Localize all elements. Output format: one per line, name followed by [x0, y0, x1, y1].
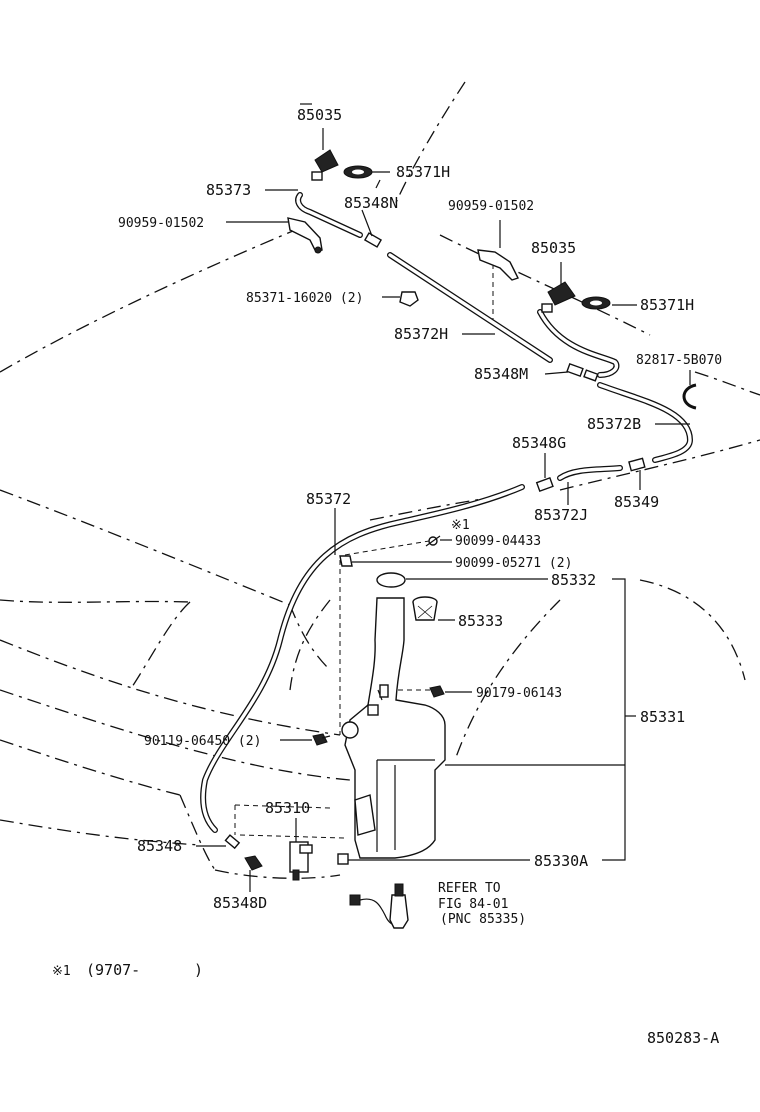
clamp-icon	[682, 383, 697, 410]
label-85332: 85332	[551, 571, 596, 589]
joint-85349-icon	[628, 457, 646, 472]
label-90179: 90179-06143	[476, 686, 562, 701]
footnote-text: (9707-	[86, 961, 140, 979]
level-sensor-icon	[349, 883, 409, 929]
bolt-90119-icon	[312, 733, 331, 746]
bracket-right-icon	[477, 249, 519, 281]
label-85371-16020: 85371-16020 (2)	[246, 291, 363, 306]
footnote-mark: ※1	[52, 964, 71, 979]
footnote-close: )	[194, 961, 203, 979]
label-85035-top: 85035	[297, 106, 342, 124]
label-90959-right: 90959-01502	[448, 199, 534, 214]
label-85349: 85349	[614, 493, 659, 511]
label-85372b: 85372B	[587, 415, 641, 433]
label-85373: 85373	[206, 181, 251, 199]
label-note-mark: ※1	[451, 518, 470, 533]
label-85035-right: 85035	[531, 239, 576, 257]
label-90119: 90119-06450 (2)	[144, 734, 261, 749]
leader-lines	[196, 128, 691, 892]
label-85330a: 85330A	[534, 852, 588, 870]
body-outline	[0, 81, 760, 879]
label-85348n: 85348N	[344, 194, 398, 212]
grommet-top-icon	[343, 165, 373, 179]
label-90099-04433: 90099-04433	[455, 534, 541, 549]
joint-85348d-icon	[244, 855, 263, 871]
grommet-right-icon	[581, 296, 611, 310]
joint-85348n-icon	[363, 232, 383, 248]
label-85348g: 85348G	[512, 434, 566, 452]
nozzle-top-icon	[311, 149, 339, 181]
nozzle-right-icon	[541, 281, 576, 313]
label-85348: 85348	[137, 837, 182, 855]
clip-05271-icon	[339, 555, 353, 567]
strainer-icon	[412, 596, 438, 621]
label-refer-line1: REFER TO	[438, 881, 501, 896]
joint-85348g-icon	[535, 477, 554, 493]
label-refer-line3: (PNC 85335)	[440, 912, 526, 927]
label-85310: 85310	[265, 799, 310, 817]
label-85348m: 85348M	[474, 365, 528, 383]
label-90959-left: 90959-01502	[118, 216, 204, 231]
label-85372j: 85372J	[534, 506, 588, 524]
label-85372: 85372	[306, 490, 351, 508]
grommet-85330a-icon	[337, 853, 349, 865]
label-refer-line2: FIG 84-01	[438, 897, 508, 912]
label-85331: 85331	[640, 708, 685, 726]
cap-85332-icon	[376, 572, 406, 588]
washer-tank-icon	[341, 597, 446, 859]
label-85372h: 85372H	[394, 325, 448, 343]
parts	[224, 149, 697, 929]
label-82817: 82817-5B070	[636, 353, 722, 368]
pump-85310-icon	[289, 841, 313, 881]
footnote: ※1 (9707- )	[52, 961, 203, 979]
label-90099-05271: 90099-05271 (2)	[455, 556, 572, 571]
joint-85348m-icon	[566, 362, 584, 378]
hoses	[200, 192, 693, 833]
label-85371h-right: 85371H	[640, 296, 694, 314]
nut-90179-icon	[429, 685, 445, 698]
label-85333: 85333	[458, 612, 503, 630]
clip-icon	[399, 291, 419, 307]
joint-85348m-2-icon	[583, 369, 599, 382]
bolt-04433-icon	[425, 535, 441, 547]
bracket-left-icon	[287, 217, 323, 254]
diagram-id: 850283-A	[647, 1029, 719, 1047]
joint-85348-icon	[224, 834, 241, 850]
part-labels: 85035 85371H 85373 85348N 90959-01502 90…	[118, 103, 722, 927]
label-85348d: 85348D	[213, 894, 267, 912]
label-85371h-top: 85371H	[396, 163, 450, 181]
